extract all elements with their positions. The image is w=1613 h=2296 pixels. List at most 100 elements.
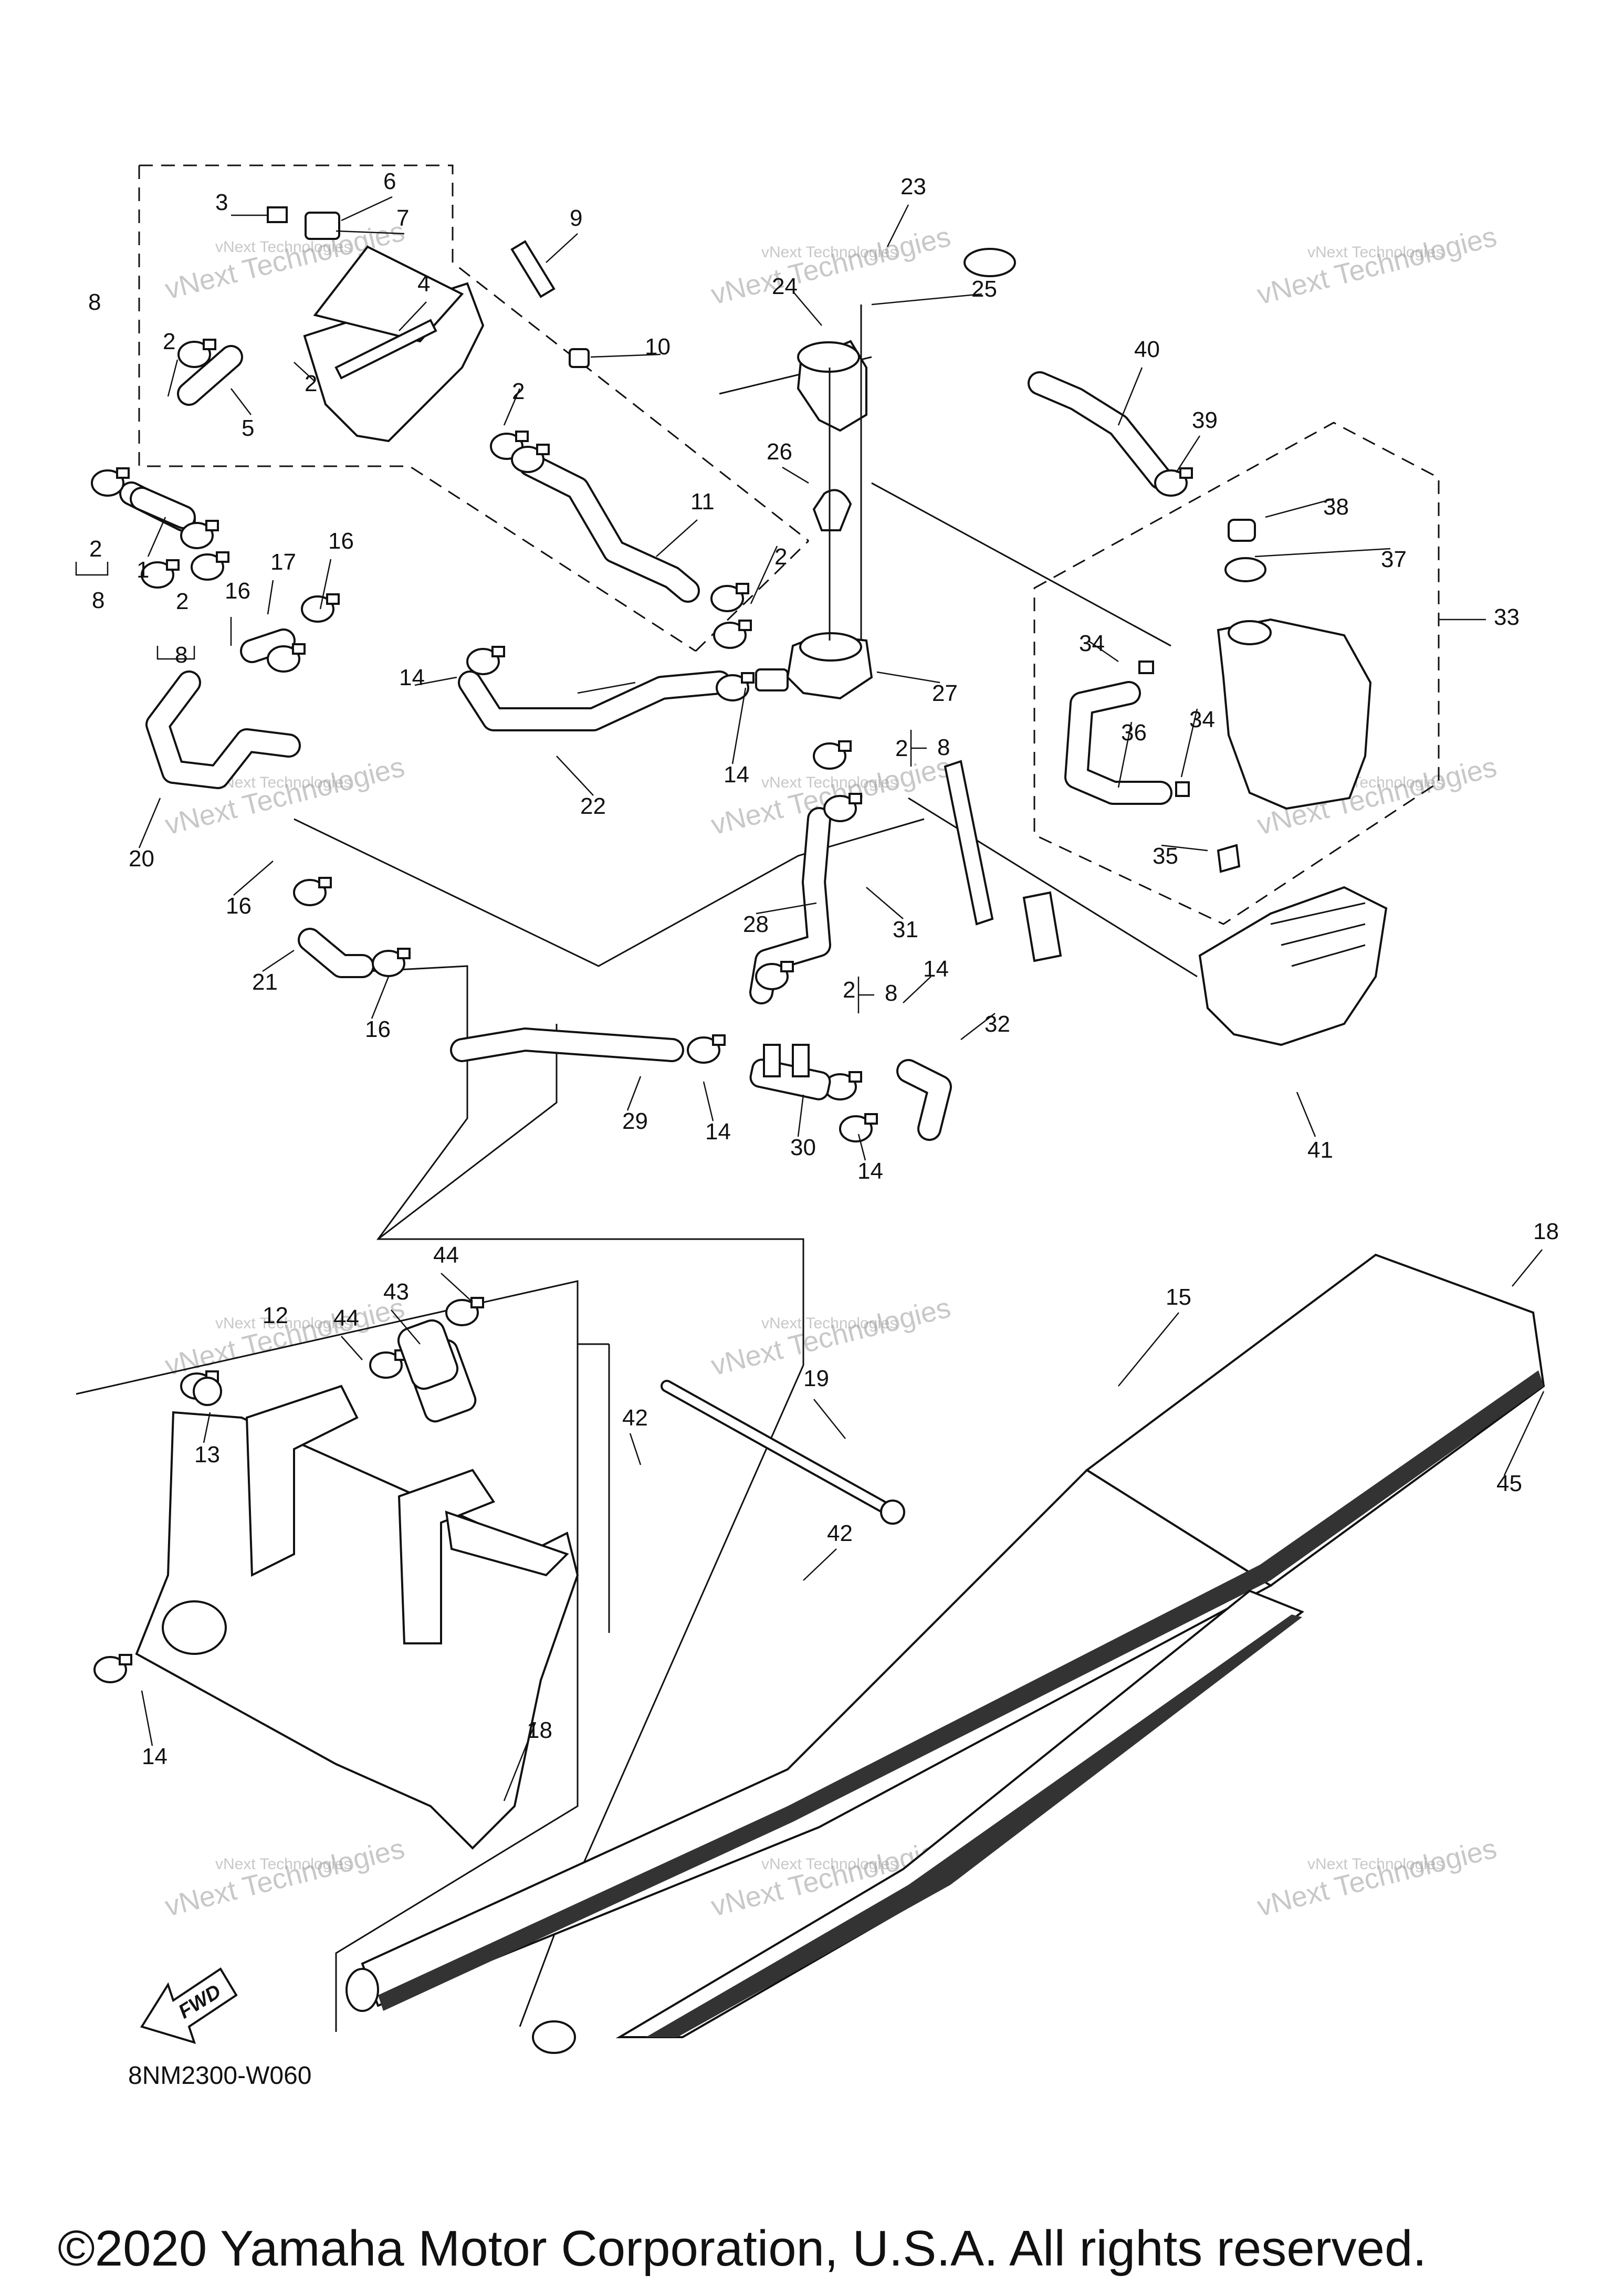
callout-c16c: 16 xyxy=(226,893,252,919)
callout-c11: 11 xyxy=(690,489,715,515)
hose-clamp xyxy=(710,583,749,612)
callout-c15: 15 xyxy=(1166,1284,1191,1310)
leader-line xyxy=(1175,435,1201,473)
leader-line xyxy=(797,1094,804,1137)
watermark-text: vNext Technologies xyxy=(215,238,352,256)
callout-c40: 40 xyxy=(1134,337,1160,362)
callout-c23: 23 xyxy=(900,174,926,200)
leader-line xyxy=(703,1081,714,1121)
callout-c9: 9 xyxy=(570,205,582,231)
leader-line xyxy=(262,949,295,972)
callout-c8a: 8 xyxy=(88,289,101,315)
callout-c16b: 16 xyxy=(328,528,354,554)
callout-c2b: 2 xyxy=(305,371,317,396)
leader-line xyxy=(1265,498,1334,518)
group-bracket-markers xyxy=(75,562,927,1013)
hull-panel xyxy=(944,760,1388,1046)
callout-c7: 7 xyxy=(396,205,409,231)
watermark-text: vNext Technologies xyxy=(215,774,352,791)
leader-line xyxy=(866,887,904,919)
callout-c8d: 8 xyxy=(937,735,950,760)
callout-c8e: 8 xyxy=(885,980,897,1006)
leader-line xyxy=(960,1013,996,1040)
hose-clamp xyxy=(372,948,411,977)
callout-c34a: 34 xyxy=(1079,631,1105,656)
callout-c22: 22 xyxy=(580,793,606,819)
leader-line xyxy=(399,301,427,331)
callout-c37: 37 xyxy=(1381,547,1407,572)
callout-c2d: 2 xyxy=(774,544,787,570)
leader-line xyxy=(857,1134,866,1161)
leader-line xyxy=(1087,639,1119,663)
hose-clamp xyxy=(687,1034,726,1064)
leader-line xyxy=(503,1722,537,1801)
pressure-cap-assembly xyxy=(119,206,590,532)
watermark-logo-text: vNext Technologies xyxy=(1254,1832,1500,1922)
leader-line xyxy=(341,1336,363,1360)
leader-line xyxy=(577,682,636,694)
hose-clamp xyxy=(369,1349,408,1379)
callout-c43: 43 xyxy=(383,1279,409,1305)
tee-fitting xyxy=(749,1044,831,1100)
watermark-logo-text: vNext Technologies xyxy=(162,1832,407,1922)
hose-clamp xyxy=(1154,467,1193,497)
leader-line xyxy=(886,204,909,247)
leader-line xyxy=(813,1399,846,1439)
leader-line xyxy=(1117,721,1133,788)
leader-line xyxy=(756,902,817,915)
coolant-reservoir xyxy=(1138,519,1372,873)
leader-line xyxy=(731,687,747,764)
leader-line xyxy=(656,519,698,557)
callout-leader-lines xyxy=(138,196,1545,1801)
callout-c16a: 16 xyxy=(225,578,250,604)
callout-c28: 28 xyxy=(743,911,769,937)
watermark-text: vNext Technologies xyxy=(761,1855,898,1873)
watermark-text: vNext Technologies xyxy=(761,774,898,791)
hose-clamp xyxy=(466,646,505,675)
leader-line xyxy=(1117,367,1143,426)
leader-line xyxy=(903,976,931,1003)
hoses xyxy=(130,371,1172,1423)
leader-line xyxy=(267,580,274,615)
callout-c8b: 8 xyxy=(92,588,104,613)
callout-c42a: 42 xyxy=(622,1405,648,1431)
diagram-part-code: 8NM2300-W060 xyxy=(128,2062,312,2090)
callout-c3: 3 xyxy=(215,190,228,215)
callout-c44a: 44 xyxy=(333,1305,359,1331)
watermark-text: vNext Technologies xyxy=(761,1315,898,1332)
callout-c13: 13 xyxy=(194,1442,220,1467)
leader-line xyxy=(546,233,578,263)
leader-line xyxy=(556,756,594,796)
heat-exchanger-rails xyxy=(345,1253,1545,2054)
fwd-direction-arrow: FWD xyxy=(140,1967,238,2045)
callout-c30: 30 xyxy=(790,1135,816,1160)
hose-clamps xyxy=(91,339,1193,1683)
leader-line xyxy=(1254,548,1391,558)
leader-line xyxy=(167,359,179,397)
callout-c2f: 2 xyxy=(843,977,855,1003)
leader-line xyxy=(1118,1312,1179,1387)
callout-c17: 17 xyxy=(270,549,296,575)
leader-line xyxy=(233,861,274,896)
callout-c21: 21 xyxy=(252,969,278,995)
callout-c18b: 18 xyxy=(527,1717,552,1743)
callout-c33: 33 xyxy=(1494,604,1520,630)
watermark-logo-text: vNext Technologies xyxy=(1254,221,1500,310)
leader-line xyxy=(203,1412,211,1443)
callout-c27: 27 xyxy=(932,680,958,706)
callout-c35: 35 xyxy=(1153,843,1178,869)
hose-clamp xyxy=(93,1654,132,1683)
watermark-logo-text: vNext Technologies xyxy=(708,221,954,310)
callout-c41: 41 xyxy=(1307,1137,1333,1163)
callout-c26: 26 xyxy=(767,439,792,465)
hose-clamp xyxy=(141,559,180,589)
hose-clamp xyxy=(177,339,216,368)
callout-c45: 45 xyxy=(1496,1471,1522,1496)
leader-line xyxy=(750,546,778,604)
watermark-text: vNext Technologies xyxy=(761,244,898,261)
hose-clamp xyxy=(823,793,862,822)
leader-line xyxy=(147,517,166,557)
leader-line xyxy=(1296,1092,1316,1137)
